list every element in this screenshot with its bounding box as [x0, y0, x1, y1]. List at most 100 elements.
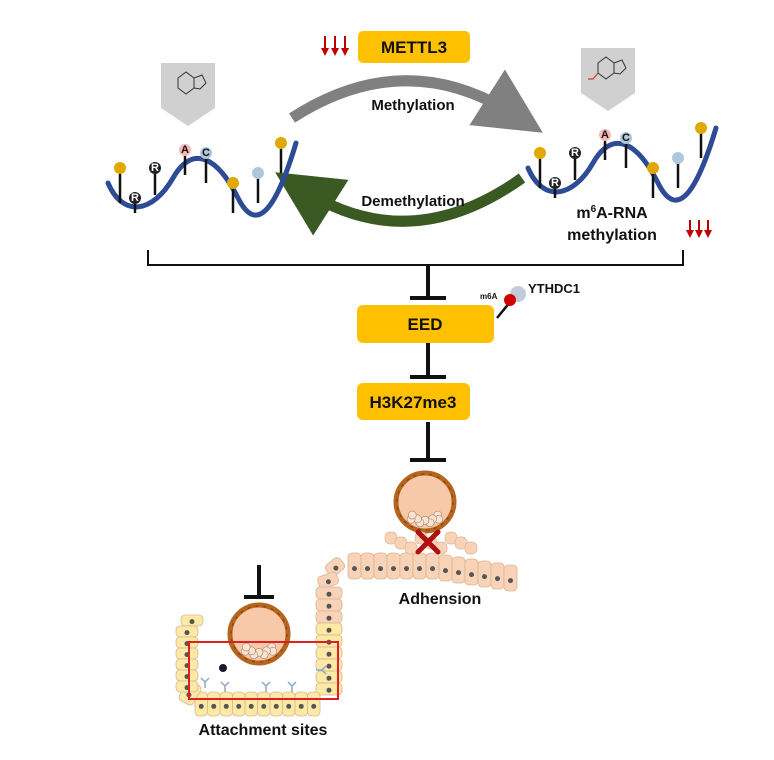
epithelial-cell [315, 598, 343, 612]
demethylation-arrow [275, 172, 526, 236]
epithelial-cell [219, 691, 233, 717]
epithelial-cell [477, 560, 492, 588]
nucleotide-label-r: R [151, 162, 159, 174]
inhibition-bar-2 [410, 343, 446, 379]
adenine-structure-icon [177, 71, 207, 95]
inhibition-bar-1 [410, 265, 446, 300]
nucleotide-bead [620, 132, 632, 144]
epithelial-cell [315, 610, 343, 624]
epithelial-cell [175, 658, 199, 671]
nucleotide-label-c: C [202, 147, 210, 159]
nucleotide-bead [569, 147, 581, 159]
epithelial-cell [175, 625, 199, 638]
nucleotide-bead [179, 144, 191, 156]
receptor-icons [200, 665, 327, 692]
blocked-x-icon [415, 529, 441, 555]
epithelial-cell [464, 558, 479, 586]
nucleotide-bead [672, 152, 684, 164]
nucleotide-bead [200, 147, 212, 159]
adhesion-label: Adhension [399, 591, 482, 608]
embryo-adhesion [384, 470, 478, 555]
trophoblast-layer [396, 473, 454, 531]
eed-label: EED [408, 315, 443, 334]
uterine-epithelium [175, 552, 518, 717]
nucleotide-bead [149, 162, 161, 174]
nucleotide-bead [647, 162, 659, 174]
inhibition-bar-3 [410, 422, 446, 462]
attached-cell [464, 541, 478, 555]
inner-cell-mass-cell [241, 642, 251, 652]
epithelial-cell [180, 614, 204, 627]
epithelial-cell [324, 557, 346, 577]
mettl3-box: METTL3 [358, 31, 470, 63]
epithelial-cell [257, 691, 271, 717]
rna-strand [105, 140, 299, 218]
nucleobase-structure-panel [161, 63, 215, 126]
nucleotide-bead [227, 177, 239, 189]
epithelial-cell [269, 691, 283, 717]
m6a-rna-label-line1: m6A-RNA [576, 204, 648, 222]
methylation-arrow [289, 69, 543, 133]
attached-cell [404, 541, 418, 555]
epithelial-cell [399, 552, 414, 580]
eed-box: EED [357, 305, 494, 343]
epithelial-cell [315, 682, 343, 696]
inner-cell-mass-cell [407, 510, 417, 520]
epithelial-cell [347, 552, 362, 580]
epithelial-cell [373, 552, 388, 580]
nucleobase-structure-panel [581, 48, 635, 111]
h3k27me3-label: H3K27me3 [370, 393, 457, 412]
nucleotide-bead [534, 147, 546, 159]
epithelial-cell [315, 586, 343, 600]
nucleotide-bead [549, 177, 561, 189]
m6a-rna-label-line2: methylation [567, 227, 657, 244]
h3k27me3-box: H3K27me3 [357, 383, 470, 420]
epithelial-cell [360, 552, 375, 580]
ythdc1-m6a-binding-icon [496, 286, 526, 319]
epithelial-cell [232, 691, 246, 717]
epithelial-cell [282, 691, 296, 717]
nucleotide-label-c: C [622, 132, 630, 144]
epithelial-cell [315, 646, 343, 660]
nucleotide-bead [599, 129, 611, 141]
epithelial-cell [315, 622, 343, 636]
m6a-small-label: m6A [480, 292, 498, 301]
epithelial-cell [207, 691, 221, 717]
trophoblast-layer [230, 605, 288, 663]
epithelial-cell [503, 564, 518, 592]
epithelial-cell [438, 554, 453, 582]
epithelial-cell [317, 571, 339, 590]
epithelial-cell [315, 658, 343, 672]
epithelial-cell [294, 691, 308, 717]
attachment-site-highlight [188, 641, 339, 700]
epithelial-cell [386, 552, 401, 580]
nucleotide-label-r: R [571, 147, 579, 159]
nucleotide-bead [252, 167, 264, 179]
inhibition-bar-4 [244, 565, 274, 599]
methylated-rna: R R A C [525, 48, 719, 203]
epithelial-cell [425, 552, 440, 580]
nucleotide-bead [114, 162, 126, 174]
mettl3-down-arrows-icon [321, 36, 349, 56]
demethylation-label: Demethylation [361, 193, 464, 210]
epithelial-cell [175, 669, 199, 682]
cell-dot [219, 664, 227, 672]
nucleotide-bead [275, 137, 287, 149]
embryo-attachment [227, 602, 291, 666]
mettl3-label: METTL3 [381, 38, 447, 57]
ythdc1-label: YTHDC1 [528, 281, 580, 296]
nucleotide-label-r: R [551, 177, 559, 189]
epithelial-cell [244, 691, 258, 717]
merge-bracket [147, 250, 684, 266]
epithelial-cell [490, 562, 505, 590]
nucleotide-bead [129, 192, 141, 204]
epithelial-cell [175, 680, 199, 693]
rna-strand [525, 125, 719, 203]
nucleotide-label-a: A [601, 129, 609, 141]
methyl-group-icon [588, 72, 599, 80]
nucleotide-label-a: A [181, 144, 189, 156]
attachment-sites-label: Attachment sites [199, 722, 328, 739]
m6a-down-arrows-icon [686, 220, 712, 238]
epithelial-cell [412, 552, 427, 580]
